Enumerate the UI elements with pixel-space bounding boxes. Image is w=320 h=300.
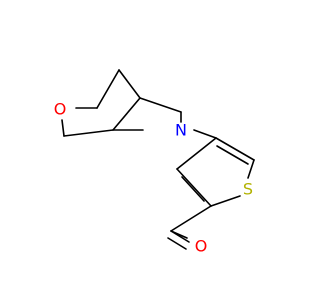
bond-c5-cho [170, 205, 212, 232]
bond-c-o-double-2 [167, 237, 187, 250]
bond-c5-c4 [176, 168, 212, 207]
bond-s-c5 [210, 195, 241, 207]
atom-oxygen-ring: O [54, 100, 67, 119]
bond-bridgehead-link [112, 97, 141, 131]
bond-c3-c4 [176, 137, 217, 170]
bond-o-to-ch2 [61, 119, 65, 137]
bond-ch2-to-bridgehead [63, 129, 114, 137]
bond-c-o-double-1 [170, 230, 190, 243]
atom-sulfur: S [243, 180, 253, 199]
aldehyde-group [167, 205, 212, 250]
bond-c3-c2-double [216, 145, 249, 165]
bond-bridge-right [118, 69, 141, 99]
atom-oxygen-aldehyde: O [195, 237, 208, 256]
bond-c2-s [247, 159, 255, 179]
bond-ch2-to-n [139, 97, 182, 113]
atom-nitrogen: N [175, 121, 187, 140]
bond-n-to-thiophene [193, 129, 217, 139]
thiophene-ring [176, 137, 255, 207]
bicyclic-ring [61, 69, 182, 137]
molecule-structure: O N S O [53, 69, 255, 256]
bond-c3-c2 [215, 137, 255, 161]
bond-c5-c4-double [181, 176, 205, 202]
bond-bridge-left [96, 69, 120, 109]
